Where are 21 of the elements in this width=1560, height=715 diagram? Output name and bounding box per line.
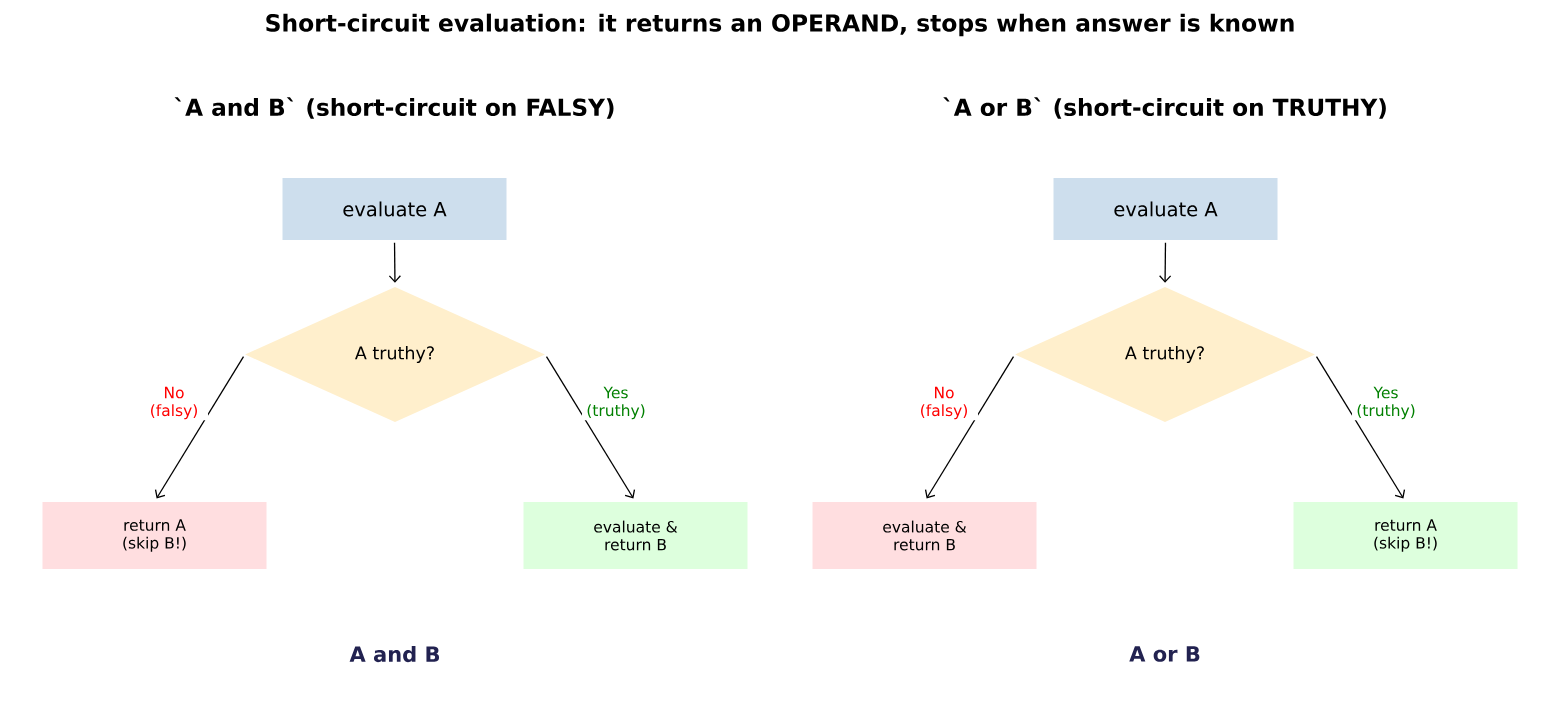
panel-label: A and B xyxy=(349,645,440,663)
panel-heading: `A and B` (short-circuit on FALSY) xyxy=(174,97,614,119)
process-box: return A (skip B!) xyxy=(1293,502,1518,569)
panel-label: A or B xyxy=(1129,646,1200,662)
process-box: evaluate A xyxy=(282,178,507,240)
arrow xyxy=(1159,242,1172,283)
process-box: return A (skip B!) xyxy=(42,502,267,569)
arrow xyxy=(154,356,245,499)
title: Short-circuit evaluation: it returns an OPERAND, stops when answer is known xyxy=(266,13,1294,37)
edge-label: No (falsy) xyxy=(140,385,208,421)
panel-heading: `A or B` (short-circuit on TRUTHY) xyxy=(943,97,1386,119)
arrow xyxy=(545,356,636,499)
arrow xyxy=(1315,356,1406,499)
edge-label: No (falsy) xyxy=(910,385,978,421)
process-box: evaluate A xyxy=(1053,178,1278,240)
edge-label: Yes (truthy) xyxy=(582,385,650,421)
arrow xyxy=(388,242,402,283)
arrow xyxy=(924,356,1015,499)
process-box: evaluate & return B xyxy=(523,502,748,569)
process-box: evaluate & return B xyxy=(812,502,1037,569)
edge-label: Yes (truthy) xyxy=(1352,385,1420,421)
